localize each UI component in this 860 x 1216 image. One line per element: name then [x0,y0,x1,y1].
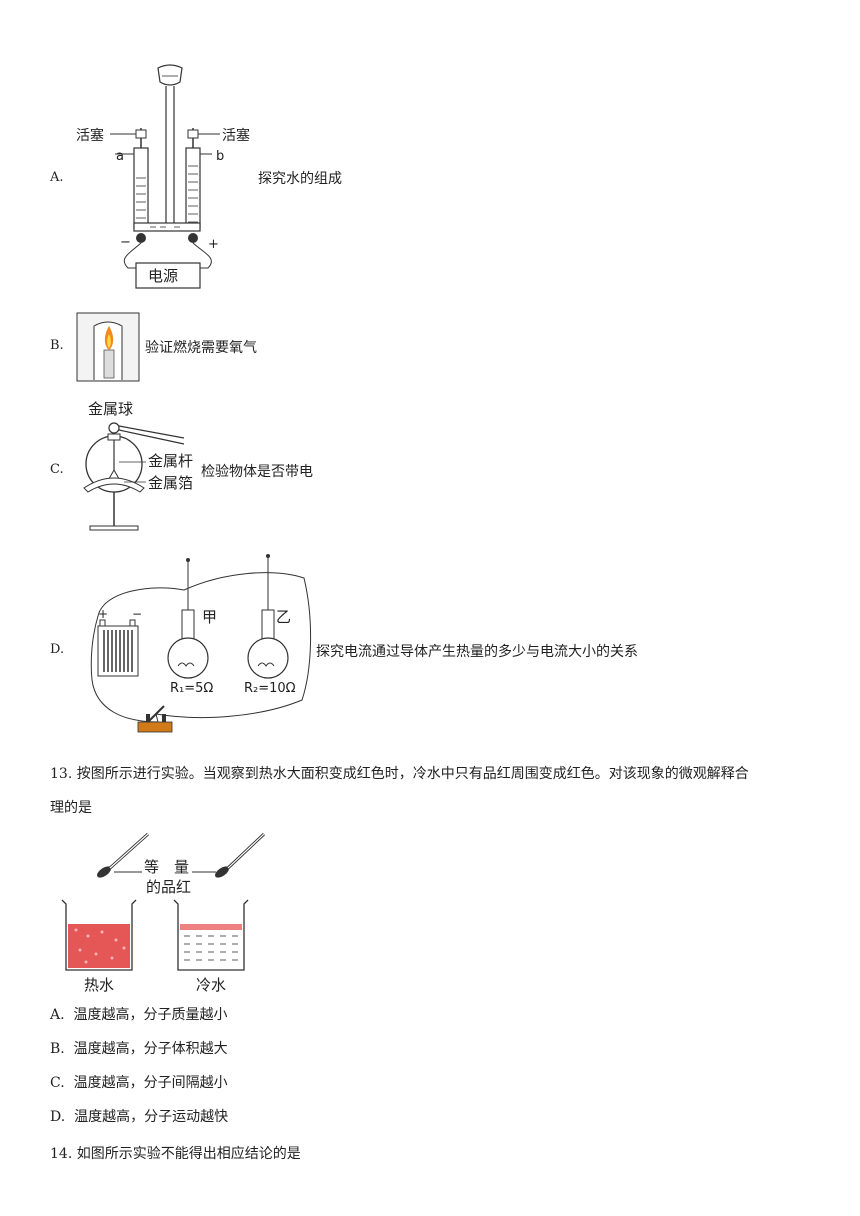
flask-jia-label: 甲 [202,608,217,626]
option-text: 温度越高，分子间隔越小 [73,1075,228,1091]
option-letter: D. [50,1109,66,1125]
tube-b-label: b [216,149,224,164]
candle-in-beaker-figure [76,312,140,382]
stopcock-left-label: 活塞 [76,127,104,144]
option-b-text: 验证燃烧需要氧气 [145,340,257,356]
option-a-letter: A. [50,170,64,185]
question-13-stem-line1: 按图所示进行实验。当观察到热水大面积变成红色时，冷水中只有品红周围变成红色。对该… [76,766,749,782]
question-13-stem-line2: 理的是 [50,800,92,816]
question-13-option-d: D. 温度越高，分子运动越快 [50,1106,228,1126]
stopcock-right-label: 活塞 [222,127,250,144]
battery-minus-label: − [132,607,142,621]
option-a-text: 探究水的组成 [258,171,342,187]
question-14-number: 14. [50,1146,73,1162]
cold-water-label: 冷水 [196,976,226,992]
flask-yi-label: 乙 [276,608,291,626]
option-text: 温度越高，分子体积越大 [73,1041,228,1057]
metal-ball-label: 金属球 [88,400,133,418]
question-14-stem: 14. 如图所示实验不能得出相应结论的是 [50,1137,301,1171]
resistor-r1-label: R₁=5Ω [170,681,213,696]
option-d-text: 探究电流通过导体产生热量的多少与电流大小的关系 [316,644,638,660]
option-d-letter: D. [50,642,65,657]
option-c-text: 检验物体是否带电 [201,464,313,480]
option-letter: C. [50,1075,65,1091]
question-13-option-c: C. 温度越高，分子间隔越小 [50,1072,228,1092]
option-b-letter: B. [50,338,64,353]
metal-foil-label: 金属箔 [148,474,193,492]
question-13-option-b: B. 温度越高，分子体积越大 [50,1038,228,1058]
question-14-stem-text: 如图所示实验不能得出相应结论的是 [76,1146,301,1162]
electrode-minus-label: − [120,235,131,250]
question-13-option-a: A. 温度越高，分子质量越小 [50,1004,227,1024]
electrolysis-apparatus-figure: 活塞 活塞 a b − + 电源 [76,64,250,289]
electrode-plus-label: + [208,237,219,252]
equal-amount-label-bottom: 的品红 [146,878,191,896]
hot-water-label: 热水 [84,976,114,992]
option-letter: B. [50,1041,65,1057]
option-c-letter: C. [50,462,64,477]
option-text: 温度越高，分子运动越快 [74,1109,229,1125]
diffusion-beakers-figure: 等 量 的品红 热水 冷水 [61,832,266,992]
option-letter: A. [50,1007,65,1023]
power-supply-label: 电源 [148,267,178,285]
option-text: 温度越高，分子质量越小 [73,1007,228,1023]
battery-plus-label: + [98,607,108,621]
resistor-r2-label: R₂=10Ω [244,681,296,696]
tube-a-label: a [116,149,124,164]
question-13-stem: 13. 按图所示进行实验。当观察到热水大面积变成红色时，冷水中只有品红周围变成红… [50,757,850,825]
joule-heating-circuit-figure: + − 甲 乙 R₁=5Ω R₂=10Ω [90,554,312,733]
question-13-number: 13. [50,766,73,782]
electroscope-figure: 金属球 金属杆 金属箔 [83,400,193,531]
metal-rod-label: 金属杆 [148,452,193,470]
equal-amount-label-top: 等 量 [144,858,189,876]
